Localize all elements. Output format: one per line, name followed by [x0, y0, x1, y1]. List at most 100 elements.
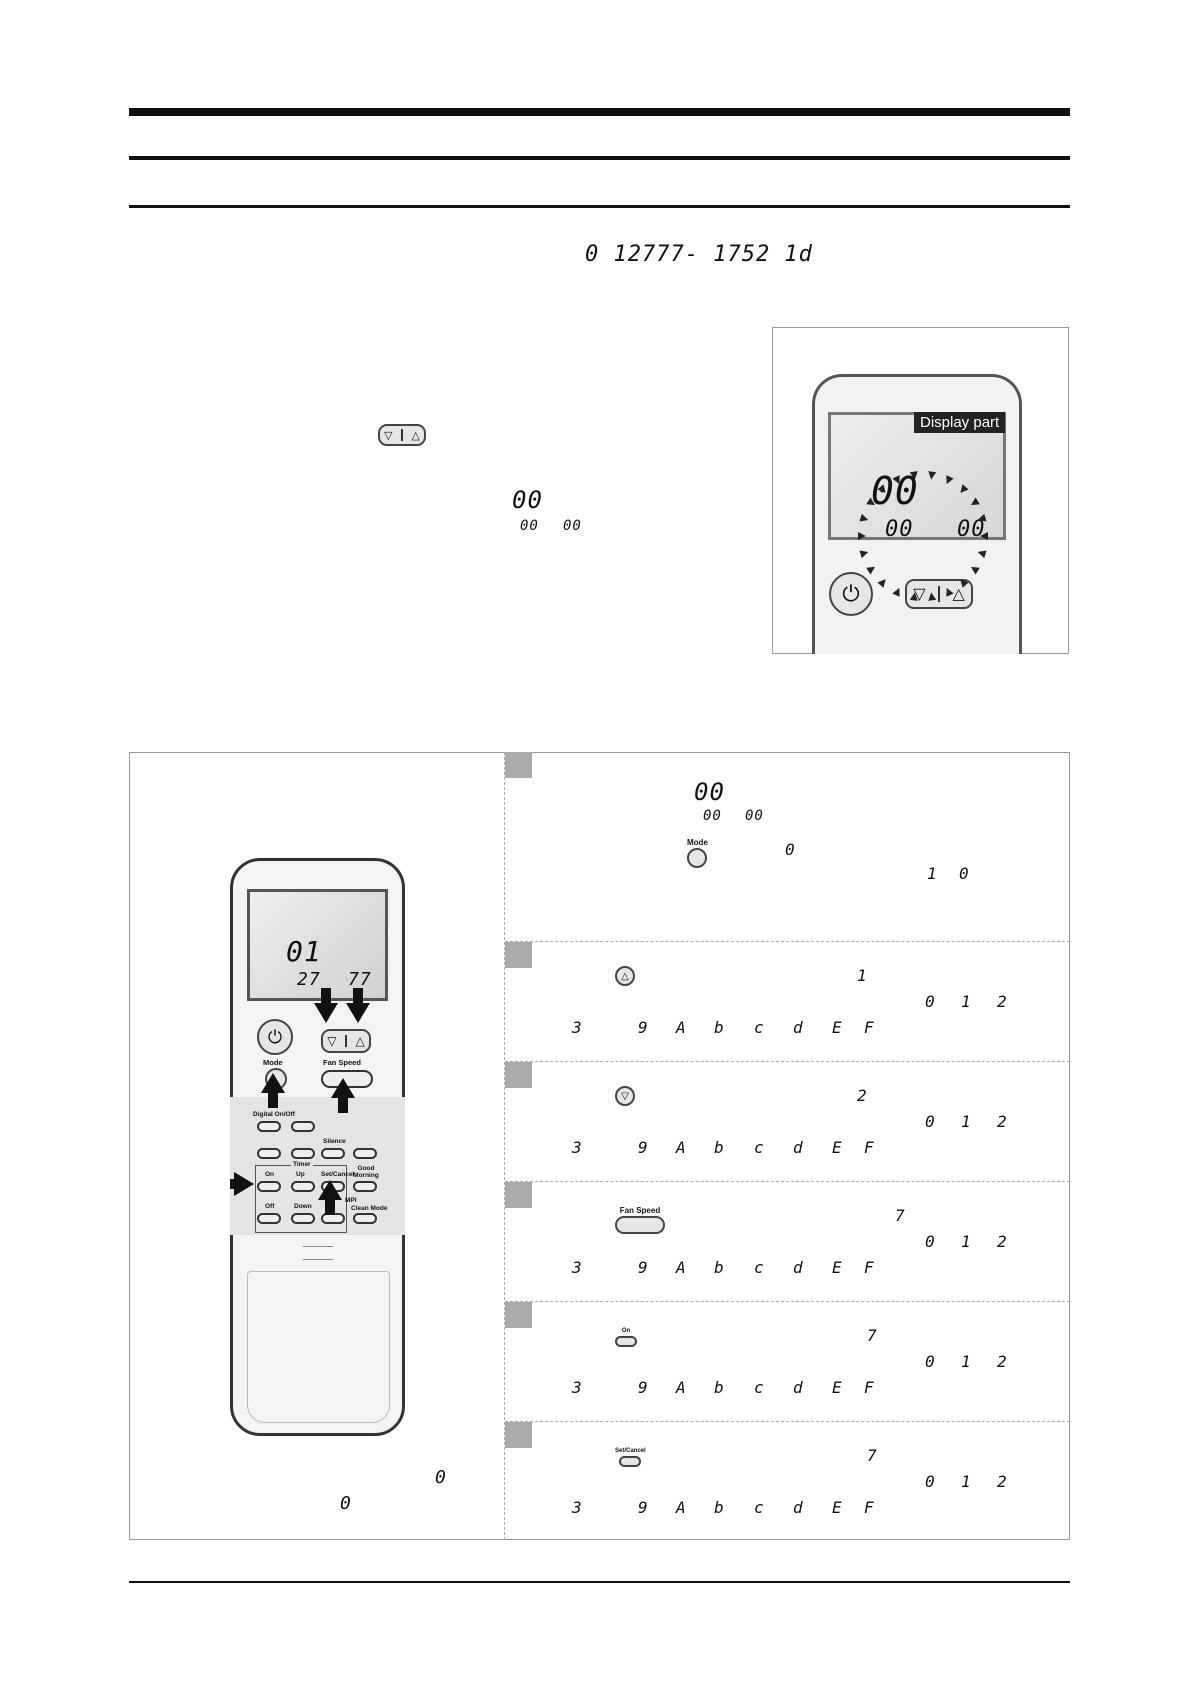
arrow-icon: [346, 988, 370, 1023]
code-value: E: [832, 1258, 843, 1277]
code-value: A: [676, 1258, 687, 1277]
remote-timer-down-button[interactable]: [291, 1213, 315, 1224]
remote-power-button[interactable]: ⏻: [257, 1019, 293, 1055]
remote-temp-up-down-button[interactable]: ▽ △: [321, 1029, 371, 1053]
arrow-icon: [261, 1073, 285, 1108]
remote-timer-up-button[interactable]: [291, 1181, 315, 1192]
ring-triangle-icon: [960, 484, 969, 493]
arrow-icon: [230, 1172, 254, 1196]
remote-clean-mode-button[interactable]: [353, 1213, 377, 1224]
remote-timer-label: Timer: [291, 1161, 313, 1168]
up-triangle-icon: △: [411, 429, 420, 442]
code-value: 2: [997, 1352, 1008, 1371]
figure-display-small-right: 00: [957, 517, 986, 542]
step-1-button-label: Mode: [687, 838, 708, 847]
code-value: F: [864, 1378, 875, 1397]
display-area-marker: [858, 471, 988, 601]
remote-up-label: Up: [296, 1171, 305, 1178]
code-value: 9: [638, 1018, 649, 1037]
remote-silence-button[interactable]: [321, 1148, 345, 1159]
code-value: c: [754, 1498, 765, 1517]
remote-btn-row2-d[interactable]: [353, 1148, 377, 1159]
remote-digital-onoff-button[interactable]: [257, 1121, 281, 1132]
step-2-value: 1: [857, 966, 868, 985]
code-value: 1: [961, 1112, 972, 1131]
ring-triangle-icon: [960, 579, 969, 588]
step-1: 00 00 00 Mode 0 1 0: [505, 752, 1070, 942]
code-value: A: [676, 1138, 687, 1157]
step-1-display-small-left: 00: [703, 808, 722, 824]
step-number-marker: [505, 752, 532, 778]
step-6-set-cancel-button-icon: Set/Cancel: [615, 1446, 646, 1467]
code-value: F: [864, 1258, 875, 1277]
code-value: E: [832, 1138, 843, 1157]
inline-display-small-right: 00: [563, 518, 582, 534]
step-5-value: 7: [867, 1326, 878, 1345]
code-value: b: [714, 1258, 725, 1277]
down-triangle-icon: ▽: [327, 1034, 337, 1048]
ring-triangle-icon: [866, 497, 876, 506]
step-6-value: 7: [867, 1446, 878, 1465]
procedure-divider: [504, 752, 505, 1540]
remote-good-morning-button[interactable]: [353, 1181, 377, 1192]
ring-triangle-icon: [977, 550, 987, 559]
code-value: E: [832, 1378, 843, 1397]
code-value: F: [864, 1018, 875, 1037]
code-value: 3: [572, 1378, 583, 1397]
display-part-figure: 00 00 00 ⏻ ▽ △ Display part: [772, 327, 1069, 654]
arrow-icon: [331, 1078, 355, 1113]
remote-off-button[interactable]: [257, 1213, 281, 1224]
code-value: A: [676, 1498, 687, 1517]
step-1-display-big: 00: [694, 778, 725, 806]
code-value: 2: [997, 1472, 1008, 1491]
remote-battery-cover: [247, 1271, 390, 1423]
ring-triangle-icon: [877, 484, 886, 493]
ring-triangle-icon: [866, 566, 876, 575]
ring-triangle-icon: [946, 587, 954, 597]
inline-display-small-left: 00: [520, 518, 539, 534]
ring-triangle-icon: [909, 592, 918, 601]
remote-mode-label: Mode: [263, 1058, 283, 1067]
arrow-icon: [314, 988, 338, 1023]
power-button-icon: ⏻: [829, 572, 873, 616]
step-4-value: 7: [895, 1206, 906, 1225]
code-value: c: [754, 1258, 765, 1277]
remote-lcd: [247, 889, 388, 1001]
code-value: 1: [961, 1232, 972, 1251]
code-value: 9: [638, 1138, 649, 1157]
down-triangle-icon: ▽: [384, 429, 393, 442]
code-value: A: [676, 1018, 687, 1037]
header-rule-low: [129, 205, 1070, 208]
remote-off-label: Off: [265, 1203, 275, 1210]
ring-triangle-icon: [859, 513, 869, 522]
remote-clean-mode-label: Clean Mode: [351, 1205, 388, 1212]
remote-fan-speed-label: Fan Speed: [323, 1058, 361, 1067]
remote-on-label: On: [265, 1171, 275, 1178]
remote-on-button[interactable]: [257, 1181, 281, 1192]
footer-rule: [129, 1581, 1070, 1583]
remote-btn-row2-a[interactable]: [257, 1148, 281, 1159]
code-value: 1: [961, 1472, 972, 1491]
remote-digital-onoff-label: Digital On/Off: [253, 1111, 295, 1118]
ring-triangle-icon: [946, 475, 954, 485]
down-triangle-icon: ▽: [621, 1090, 629, 1102]
remote-swing-button[interactable]: [291, 1121, 315, 1132]
remote-control: 01 27 77 ⏻ ▽ △ Mode Fan Speed Digital On…: [230, 858, 405, 1436]
code-value: 1: [961, 1352, 972, 1371]
step-number-marker: [505, 1062, 532, 1088]
up-button-icon: △: [615, 966, 635, 986]
ring-triangle-icon: [928, 592, 937, 601]
step-1-range-from: 1: [927, 864, 938, 883]
step-1-value: 0: [785, 840, 796, 859]
ring-triangle-icon: [892, 475, 900, 485]
figure-display-small-left: 00: [885, 517, 914, 542]
code-value: d: [793, 1018, 804, 1037]
step-4-button-label: Fan Speed: [619, 1206, 661, 1215]
step-6-button-label: Set/Cancel: [615, 1448, 646, 1454]
code-value: 3: [572, 1138, 583, 1157]
code-value: b: [714, 1138, 725, 1157]
remote-btn-row2-b[interactable]: [291, 1148, 315, 1159]
step-number-marker: [505, 1302, 532, 1328]
